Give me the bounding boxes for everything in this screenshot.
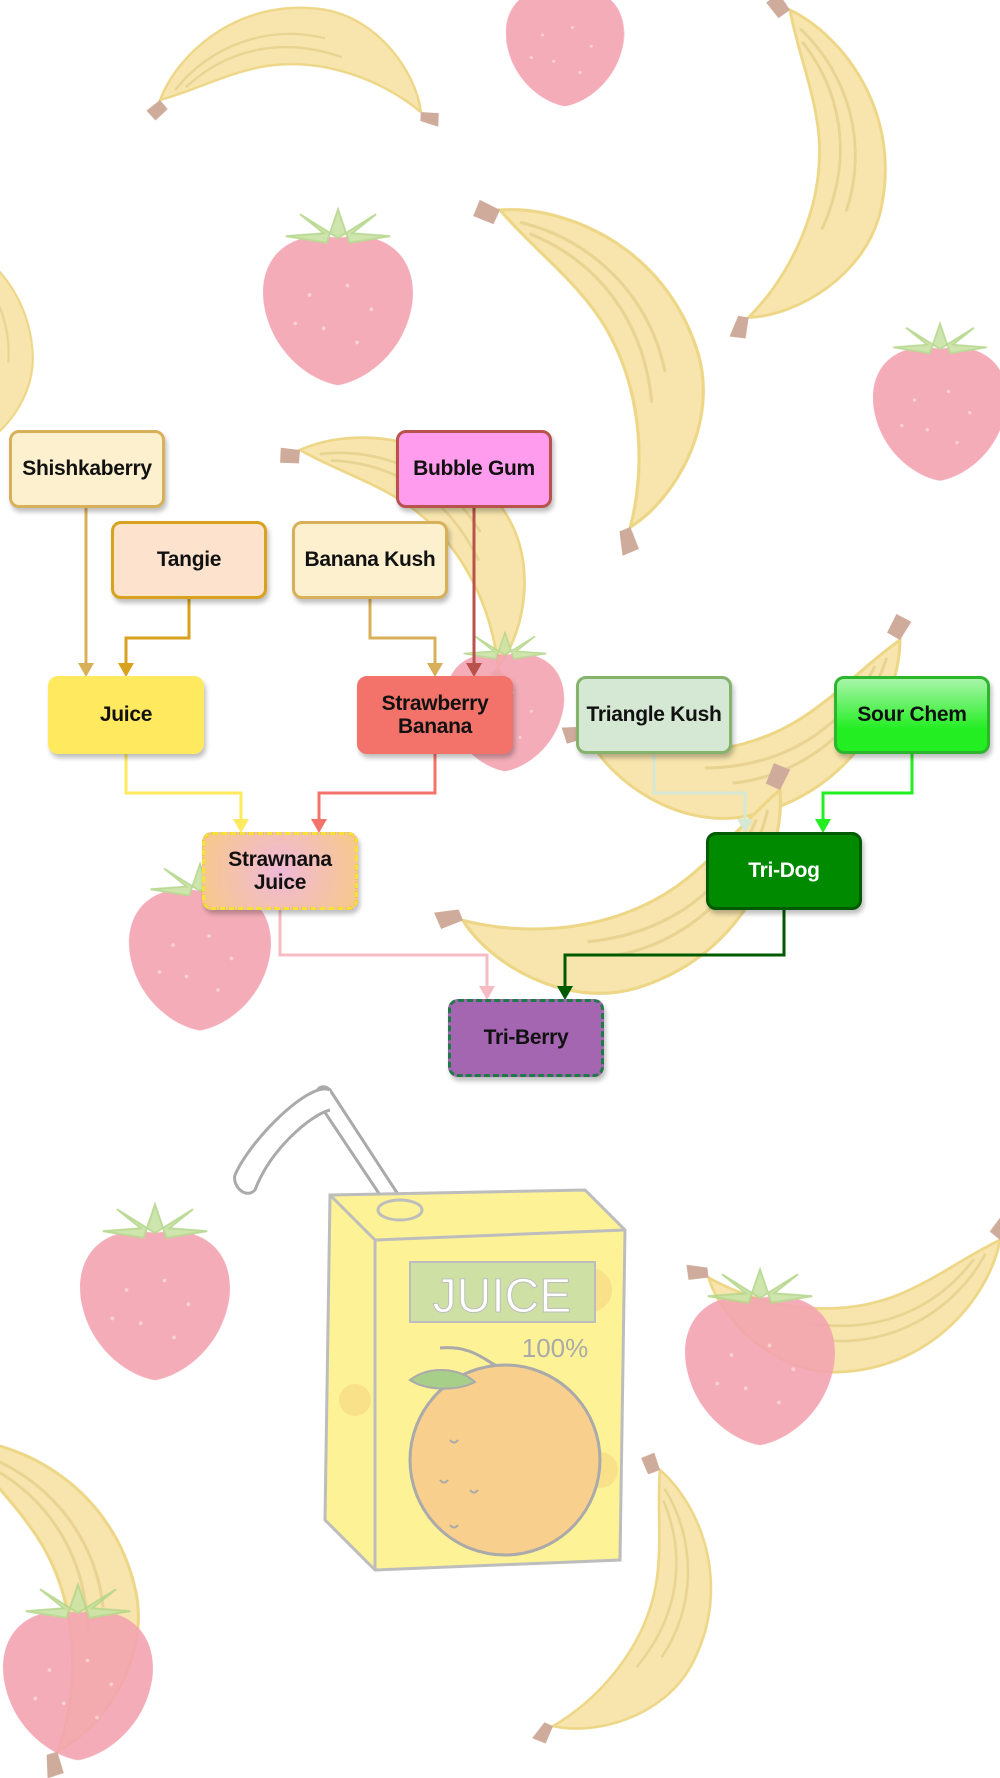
node-tangie[interactable]: Tangie (111, 521, 267, 599)
arrowhead-icon (466, 663, 482, 677)
arrowhead-icon (815, 819, 831, 833)
edge-triangle-kush-to-tri-dog (652, 754, 753, 833)
node-label: Banana Kush (304, 548, 436, 572)
edge-bubble-gum-to-strawberry-banana (466, 508, 482, 677)
node-label: Juice (99, 703, 153, 727)
node-label: Sour Chem (857, 703, 967, 727)
node-banana-kush[interactable]: Banana Kush (292, 521, 448, 599)
node-shishkaberry[interactable]: Shishkaberry (9, 430, 165, 508)
node-label: Shishkaberry (22, 457, 152, 481)
node-label: Tangie (156, 548, 222, 572)
node-label: Bubble Gum (413, 457, 535, 481)
node-juice[interactable]: Juice (48, 676, 204, 754)
edge-strawnana-juice-to-tri-berry (278, 910, 495, 1000)
node-strawberry-banana[interactable]: Strawberry Banana (357, 676, 513, 754)
edge-strawberry-banana-to-strawnana-juice (311, 754, 437, 833)
juice-box-illustration: JUICE 100% (233, 1085, 627, 1572)
arrowhead-icon (557, 986, 573, 1000)
node-label: Tri-Dog (748, 859, 820, 883)
arrowhead-icon (311, 819, 327, 833)
node-strawnana-juice[interactable]: Strawnana Juice (202, 832, 358, 910)
node-label: Tri-Berry (483, 1026, 569, 1050)
edge-tri-dog-to-tri-berry (557, 910, 786, 1000)
arrowhead-icon (479, 986, 495, 1000)
node-bubble-gum[interactable]: Bubble Gum (396, 430, 552, 508)
edge-banana-kush-to-strawberry-banana (368, 599, 443, 677)
arrowhead-icon (233, 819, 249, 833)
node-label: Strawnana Juice (228, 847, 332, 894)
node-tri-berry[interactable]: Tri-Berry (448, 999, 604, 1077)
node-sour-chem[interactable]: Sour Chem (834, 676, 990, 754)
node-label: Triangle Kush (586, 703, 722, 727)
edge-sour-chem-to-tri-dog (815, 754, 914, 833)
arrowhead-icon (427, 663, 443, 677)
edge-juice-to-strawnana-juice (124, 754, 249, 833)
arrowhead-icon (737, 819, 753, 833)
arrowhead-icon (78, 663, 94, 677)
node-label: Strawberry Banana (381, 691, 489, 738)
node-tri-dog[interactable]: Tri-Dog (706, 832, 862, 910)
node-triangle-kush[interactable]: Triangle Kush (576, 676, 732, 754)
juice-box-percent: 100% (522, 1333, 589, 1363)
juice-box-label: JUICE (433, 1270, 572, 1323)
arrowhead-icon (118, 663, 134, 677)
edge-tangie-to-juice (118, 599, 191, 677)
edge-shishkaberry-to-juice (78, 508, 94, 677)
